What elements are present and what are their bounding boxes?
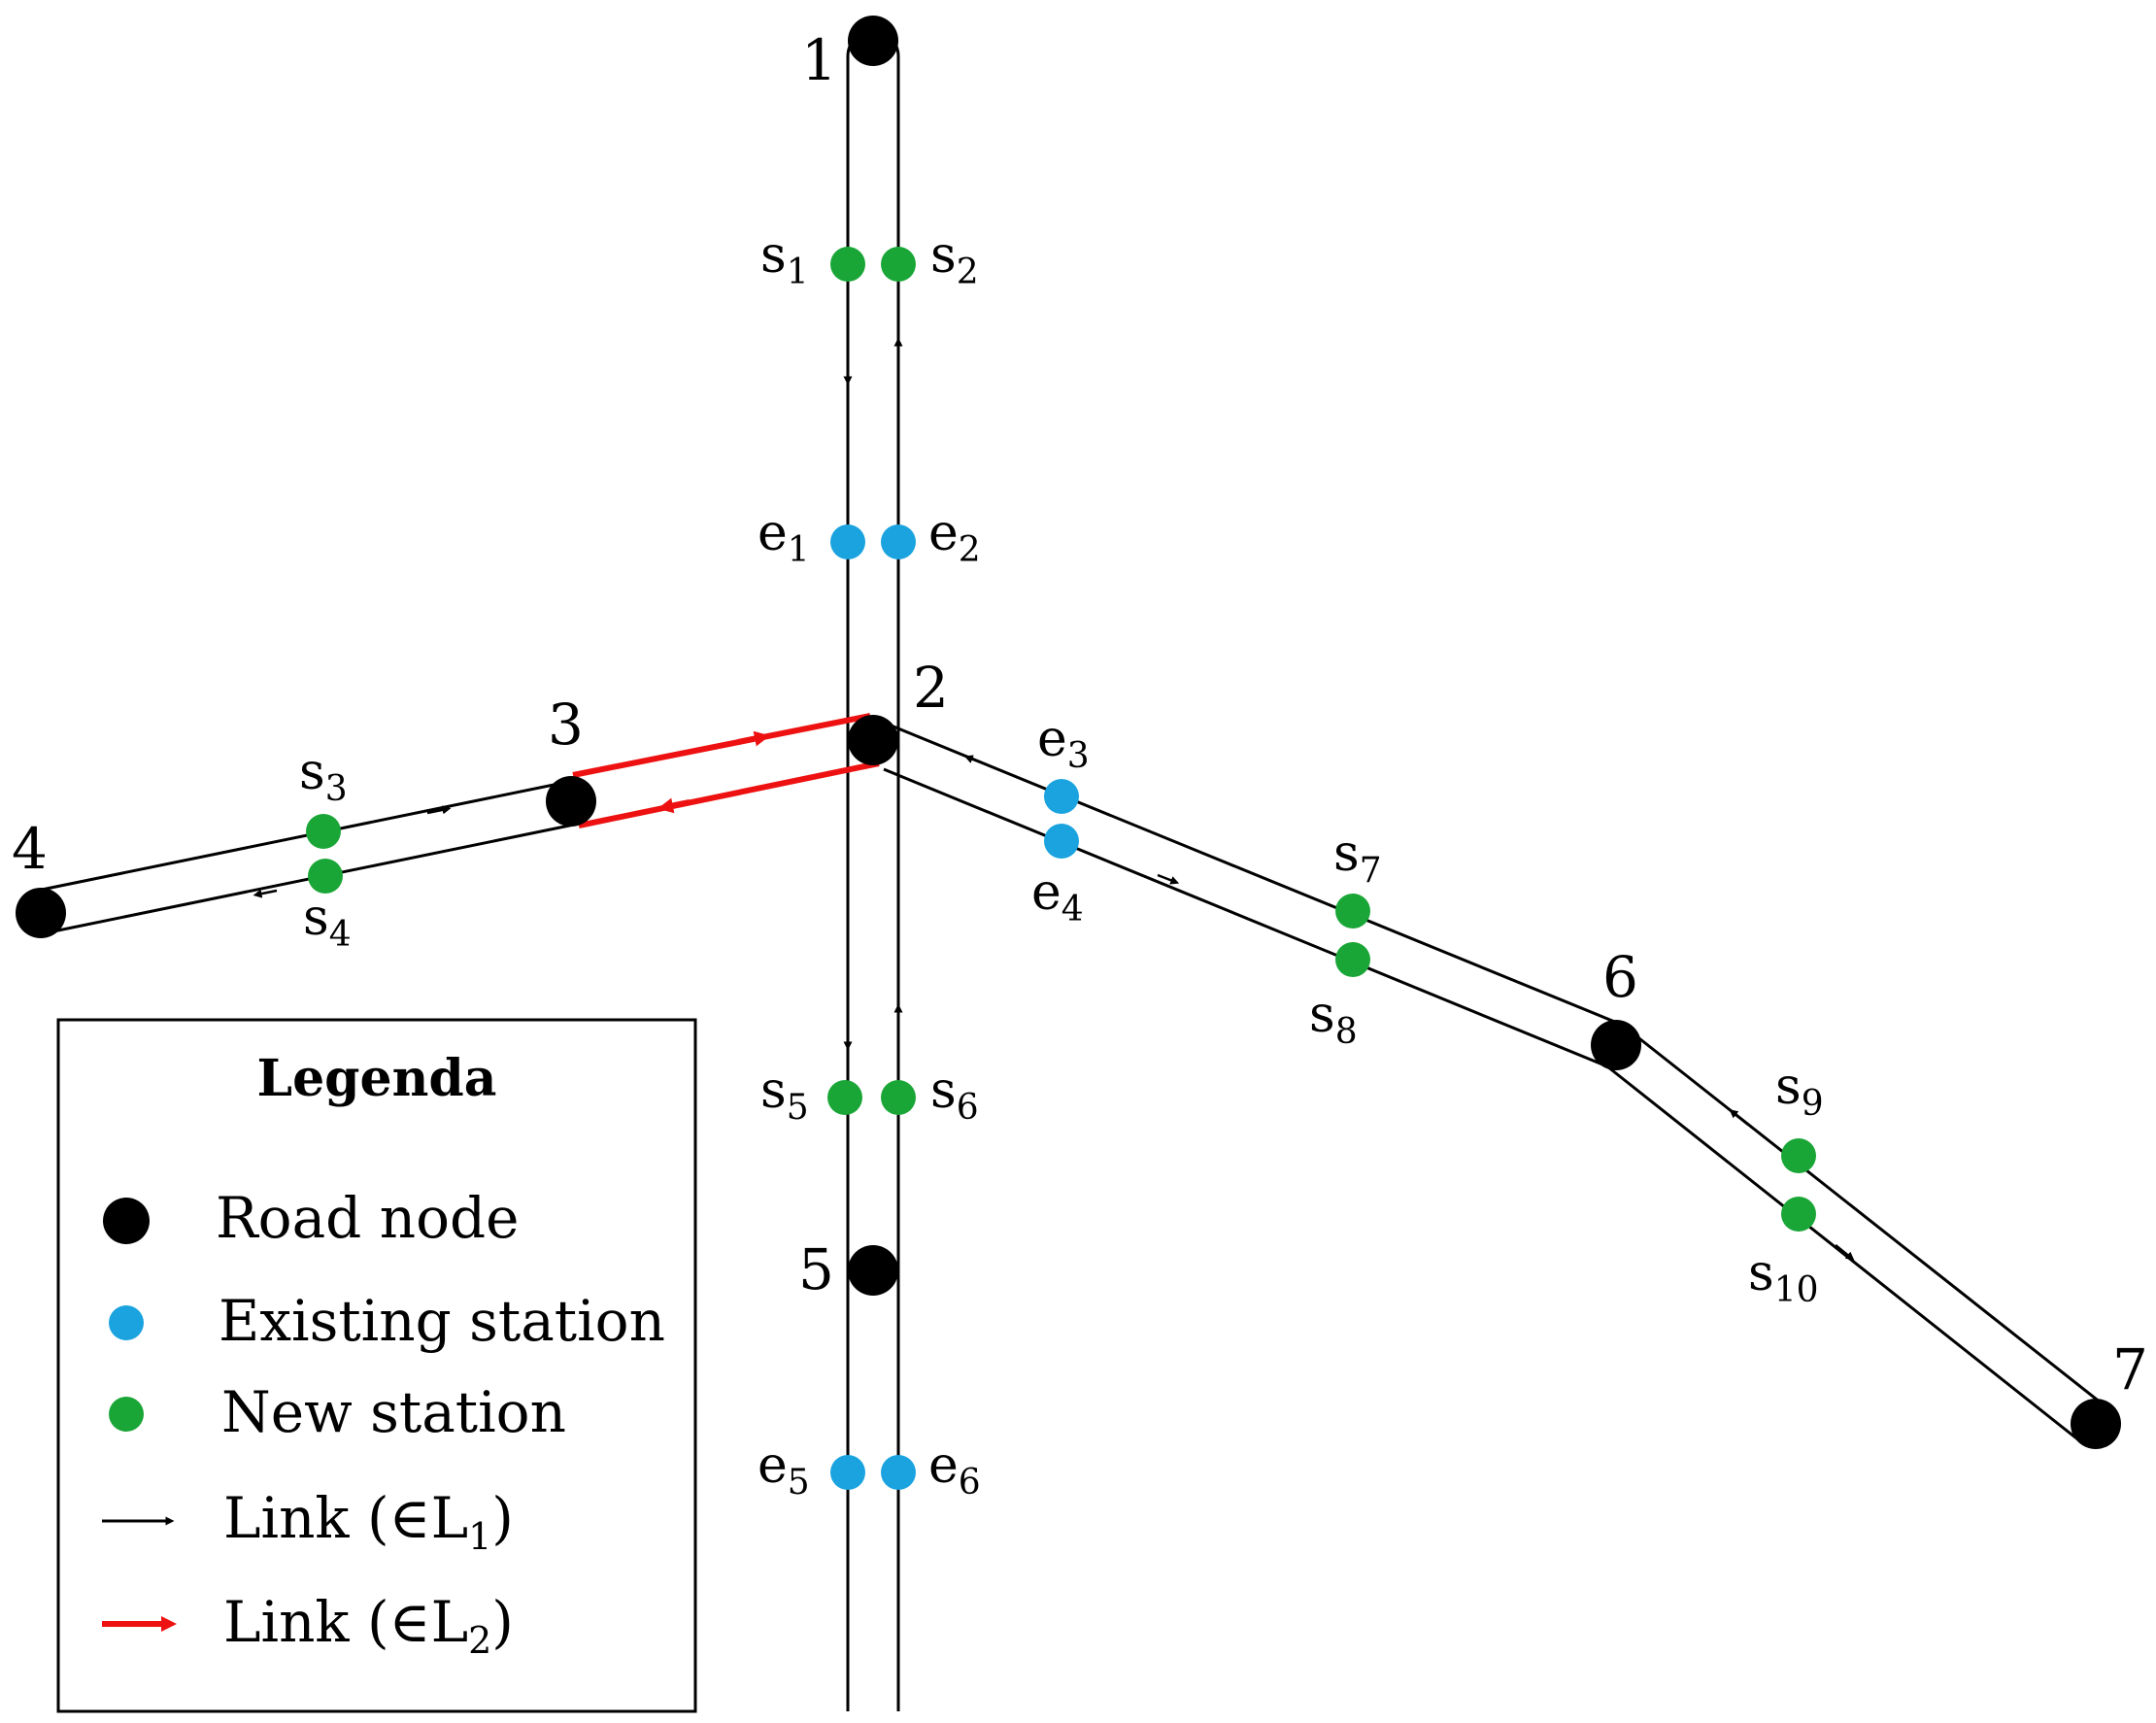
arrow-2-6: [1157, 873, 1180, 885]
station-label-e3: e3: [1037, 710, 1090, 776]
legend-existing-station-symbol: [109, 1305, 144, 1340]
arrow-3-2: [737, 730, 770, 747]
station-label-s8: s8: [1309, 986, 1358, 1052]
link-2-6-lower: [883, 767, 1608, 1068]
node-label-4: 4: [12, 816, 48, 882]
station-label-e5: e5: [758, 1436, 810, 1503]
station-s5: [827, 1080, 862, 1115]
arrow-3-4: [253, 889, 278, 898]
node-label-7: 7: [2112, 1336, 2148, 1402]
station-labels: s1 s2 e1 e2 s3 s4 e3 e4 s7 s8 s5 s6 s9 s…: [299, 226, 1824, 1503]
station-s2: [881, 247, 916, 282]
node-labels: 1 2 3 4 5 6 7: [12, 27, 2148, 1402]
legend-link-L1-label: Link (∈L1): [223, 1485, 514, 1558]
arrow-7-6: [1729, 1109, 1749, 1126]
node-label-1: 1: [801, 27, 837, 93]
station-label-e2: e2: [928, 504, 981, 570]
station-label-s7: s7: [1333, 825, 1382, 891]
link-2-3: [578, 760, 880, 828]
node-label-3: 3: [548, 692, 584, 758]
station-s6: [881, 1080, 916, 1115]
legend-title: Legenda: [257, 1049, 497, 1108]
station-label-s1: s1: [760, 226, 809, 292]
station-s7: [1335, 894, 1370, 929]
arrow-2-3: [657, 797, 691, 814]
road-nodes: [16, 16, 2121, 1449]
node-label-2: 2: [913, 655, 949, 721]
station-label-s6: s6: [930, 1062, 979, 1128]
station-label-e1: e1: [758, 504, 810, 570]
link-6-7-lower: [1606, 1064, 2081, 1443]
station-e4: [1044, 824, 1079, 859]
legend-link-L2-label: Link (∈L2): [223, 1589, 514, 1662]
arrow-4-3: [426, 805, 452, 815]
road-node-4: [16, 888, 66, 938]
station-e2: [881, 524, 916, 559]
road-node-3: [546, 776, 596, 827]
links-L2: [572, 713, 880, 828]
station-s10: [1781, 1197, 1816, 1232]
legend-existing-station-label: Existing station: [219, 1288, 665, 1354]
station-label-e6: e6: [928, 1436, 981, 1503]
node-label-6: 6: [1602, 944, 1638, 1010]
station-label-s4: s4: [303, 889, 352, 955]
station-label-s2: s2: [930, 226, 979, 292]
legend-road-node-symbol: [103, 1198, 150, 1244]
road-node-5: [848, 1245, 898, 1296]
legend-new-station-label: New station: [221, 1379, 566, 1445]
station-label-s5: s5: [760, 1062, 809, 1128]
arrow-6-7: [1835, 1244, 1855, 1261]
legend-box: [56, 1018, 697, 1713]
arrow-6-2: [963, 755, 987, 766]
road-node-6: [1591, 1020, 1641, 1070]
link-4-3-upper: [31, 781, 564, 894]
link-6-2-upper: [888, 723, 1623, 1027]
road-node-1: [848, 16, 898, 66]
station-e1: [830, 524, 865, 559]
station-label-s10: s10: [1748, 1244, 1819, 1310]
road-node-7: [2071, 1399, 2121, 1449]
legend-road-node-label: Road node: [216, 1185, 519, 1251]
station-s4: [308, 859, 343, 894]
station-s1: [830, 247, 865, 282]
station-e3: [1044, 779, 1079, 814]
link-L1-arrows: [253, 337, 1855, 1261]
station-markers: [306, 247, 1816, 1490]
station-label-s9: s9: [1775, 1058, 1824, 1124]
legend: Legenda Road node Existing station New s…: [56, 1018, 697, 1713]
station-label-e4: e4: [1031, 863, 1084, 929]
road-node-2: [848, 715, 898, 765]
station-e6: [881, 1455, 916, 1490]
legend-new-station-symbol: [109, 1397, 144, 1432]
link-3-2: [572, 713, 871, 778]
station-s8: [1335, 942, 1370, 977]
station-s3: [306, 814, 341, 849]
station-e5: [830, 1455, 865, 1490]
station-label-s3: s3: [299, 743, 348, 809]
station-s9: [1781, 1138, 1816, 1173]
link-7-6-upper: [1621, 1023, 2106, 1408]
node-label-5: 5: [798, 1236, 834, 1302]
